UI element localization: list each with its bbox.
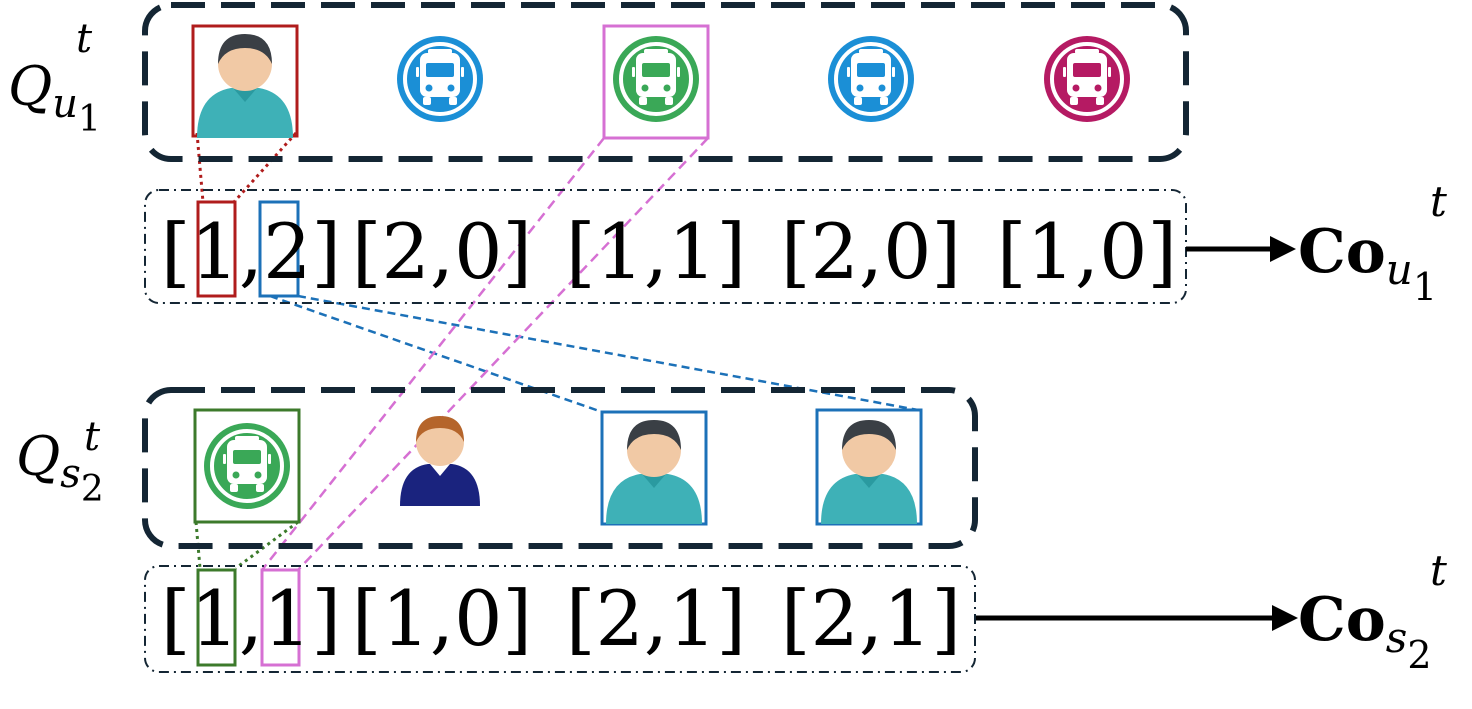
connector-red-right [232, 131, 298, 204]
arrow-u1 [1186, 236, 1296, 262]
queue-s2-label: Qs2 [16, 425, 104, 510]
vector-row-u1: [1,2] [2,0] [1,1] [2,0] [1,0] [161, 207, 1177, 296]
vector-cell: [1,2] [161, 207, 341, 296]
output-u1-label: Cou1 [1298, 217, 1437, 309]
connector-pink-a [261, 137, 605, 571]
highlight-box-blue [600, 410, 708, 526]
queue-u1-label: Qu1 [8, 55, 101, 140]
connector-blue-a [269, 294, 603, 414]
vector-cell: [1,0] [997, 207, 1177, 296]
connector-lines [194, 131, 919, 571]
vector-cell: [2,1] [781, 574, 961, 663]
person-icon [197, 34, 293, 138]
person-icon [821, 420, 917, 524]
vector-row-s2: [1,1] [1,0] [2,1] [2,1] [161, 574, 961, 663]
arrow-s2 [976, 605, 1298, 631]
queue-u1-sup: t [76, 16, 93, 62]
vector-cell: [1,1] [161, 574, 341, 663]
bus-icon [828, 36, 914, 122]
highlight-box-pink [602, 24, 710, 140]
bus-icon [397, 36, 483, 122]
connector-red-left [195, 132, 205, 203]
connector-green-right [235, 520, 299, 570]
queue-s2-sup: t [84, 414, 101, 460]
bus-icon [204, 423, 290, 509]
output-s2-sup: t [1430, 546, 1447, 595]
highlight-box-blue [815, 408, 923, 526]
vector-cell: [2,1] [566, 574, 746, 663]
output-s2-label: Cos2 [1298, 585, 1432, 677]
queue-s2-box [142, 387, 978, 549]
connector-blue-b [297, 294, 919, 412]
highlight-cell-pink [260, 568, 301, 667]
highlight-box-green [193, 408, 301, 524]
person-icon [400, 416, 480, 506]
vector-cell: [1,1] [566, 207, 746, 296]
output-u1-sup: t [1430, 177, 1447, 226]
queue-u1-box [142, 2, 1189, 162]
vector-cell: [1,0] [352, 574, 532, 663]
queue-u1-items [191, 24, 1130, 140]
bus-icon [613, 36, 699, 122]
queue-s2-items [193, 408, 923, 526]
vector-row-u1-box [144, 189, 1187, 304]
highlight-cell-blue [258, 200, 300, 298]
vector-cell: [2,0] [781, 207, 961, 296]
highlight-cell-green [196, 568, 237, 667]
person-icon [606, 420, 702, 524]
highlight-cell-red [196, 200, 237, 298]
bus-icon [1044, 36, 1130, 122]
vector-cell: [2,0] [352, 207, 532, 296]
vector-row-s2-box [144, 565, 976, 673]
connector-pink-b [297, 137, 709, 571]
